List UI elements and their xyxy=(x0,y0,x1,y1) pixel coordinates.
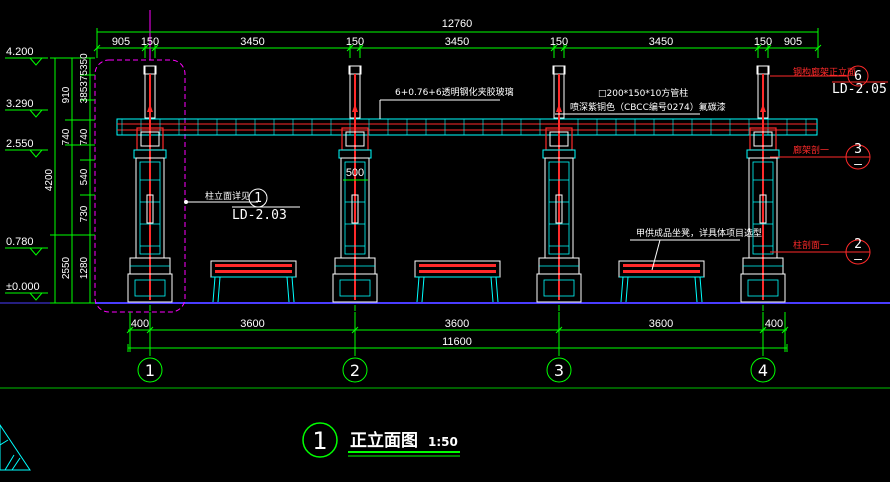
top-dim-segment: 905 xyxy=(112,36,130,48)
level-triangle xyxy=(28,292,44,301)
bench xyxy=(210,260,297,303)
vdim-385: 385 xyxy=(79,86,90,103)
callout-2-sheet: — xyxy=(854,252,862,267)
level-triangle xyxy=(28,57,44,66)
benches xyxy=(210,260,705,303)
bottom-dim-segment: 3600 xyxy=(649,318,673,330)
axis-bubble xyxy=(546,357,572,383)
detail-highlight-region xyxy=(94,59,186,313)
bottom-overall-dim: 11600 xyxy=(442,336,472,348)
top-dim-segment: 150 xyxy=(754,36,772,48)
elevation-levels: 4.200 3.290 2.550 0.780 ±0.000 xyxy=(5,46,48,301)
bottom-dimension-chain: 400 3600 3600 3600 400 11600 xyxy=(126,312,789,352)
bench xyxy=(414,260,501,303)
vdim-730: 730 xyxy=(79,205,90,222)
top-dim-segment: 150 xyxy=(346,36,364,48)
callout-3: 3 — xyxy=(770,142,871,172)
bottom-dim-segment: 3600 xyxy=(445,318,469,330)
bottom-dim-segment: 400 xyxy=(765,318,783,330)
level-label: 3.290 xyxy=(6,98,34,110)
bottom-dim-segment: 400 xyxy=(131,318,149,330)
axis-bubble xyxy=(342,357,368,383)
top-dim-segment: 3450 xyxy=(649,36,673,48)
paint-annotation: 喷深紫铜色（CBCC编号0274）氟碳漆 xyxy=(570,101,726,113)
top-dim-segment: 3450 xyxy=(240,36,264,48)
level-label: ±0.000 xyxy=(6,281,40,293)
bench xyxy=(618,260,705,303)
column-width-value: 500 xyxy=(346,167,364,179)
axis-bubbles: 1 2 3 4 xyxy=(0,305,890,389)
glass-annotation: 6+0.76+6透明钢化夹胶玻璃 xyxy=(395,86,514,98)
top-dim-segment: 150 xyxy=(141,36,159,48)
level-triangle xyxy=(28,109,44,118)
annotations: 6+0.76+6透明钢化夹胶玻璃 □200*150*10方管柱 喷深紫铜色（CB… xyxy=(184,66,856,271)
side-note-1: 钢构廊架正立面 xyxy=(793,66,856,78)
column xyxy=(127,65,173,303)
top-dimension-chain: 12760 905 150 3450 150 3450 150 3450 150 905 xyxy=(93,18,822,58)
column-width-dim: 500 xyxy=(343,167,368,181)
drawing-scale: 1:50 xyxy=(428,435,458,449)
vdim-740b: 740 xyxy=(79,128,90,145)
column xyxy=(332,65,378,303)
corner-hatch xyxy=(0,424,31,471)
callout-3-number: 3 xyxy=(854,142,862,157)
axis-bubble xyxy=(137,357,163,383)
vdim-540: 540 xyxy=(79,168,90,185)
top-dim-segment: 3450 xyxy=(445,36,469,48)
level-triangle xyxy=(28,247,44,256)
callout-1: 1 LD-2.03 xyxy=(232,188,300,223)
top-dim-segment: 150 xyxy=(550,36,568,48)
tube-annotation: □200*150*10方管柱 xyxy=(598,87,688,99)
title-number: 1 xyxy=(312,427,327,455)
top-overall-dim: 12760 xyxy=(442,18,473,30)
axis-label: 2 xyxy=(350,361,360,380)
callout-2: 2 — xyxy=(770,237,871,267)
side-note-2: 廊架剖一 xyxy=(793,144,829,156)
level-label: 0.780 xyxy=(6,236,34,248)
callout-3-sheet: — xyxy=(854,157,862,172)
level-label: 2.550 xyxy=(6,138,34,150)
axis-label: 4 xyxy=(758,361,768,380)
top-dim-segment: 905 xyxy=(784,36,802,48)
axis-label: 3 xyxy=(554,361,564,380)
callout-6: 6 LD-2.05 xyxy=(770,65,888,97)
side-note-3: 柱剖面一 xyxy=(793,239,829,251)
level-label: 4.200 xyxy=(6,46,34,58)
axis-bubble xyxy=(750,357,776,383)
vdim-910: 910 xyxy=(61,86,72,103)
roof-beam xyxy=(116,118,818,136)
vdim-2550: 2550 xyxy=(61,256,72,279)
drawing-title: 正立面图 xyxy=(350,430,418,451)
vdim-1280: 1280 xyxy=(79,256,90,279)
vertical-dimensions: 4200 2550 910 385 375350 740 740 540 730… xyxy=(44,53,95,304)
drawing-title-block: 1 正立面图 1:50 xyxy=(302,422,460,458)
callout-1-sheet: LD-2.03 xyxy=(232,208,287,223)
vdim-740: 740 xyxy=(61,128,72,145)
bottom-dim-segment: 3600 xyxy=(240,318,264,330)
vdim-4200: 4200 xyxy=(44,168,55,191)
column xyxy=(536,65,582,303)
callout-2-number: 2 xyxy=(854,237,862,252)
vdim-375350: 375350 xyxy=(79,53,90,87)
columns xyxy=(127,65,786,303)
bench-annotation: 甲供成品坐凳，详具体项目选型 xyxy=(636,227,762,239)
axis-label: 1 xyxy=(145,361,155,380)
callout-1-number: 1 xyxy=(254,191,262,206)
callout-6-number: 6 xyxy=(854,69,862,84)
column-detail-annotation: 柱立面详见 xyxy=(205,190,250,202)
column xyxy=(740,65,786,303)
callout-6-sheet: LD-2.05 xyxy=(832,82,887,97)
level-triangle xyxy=(28,149,44,158)
